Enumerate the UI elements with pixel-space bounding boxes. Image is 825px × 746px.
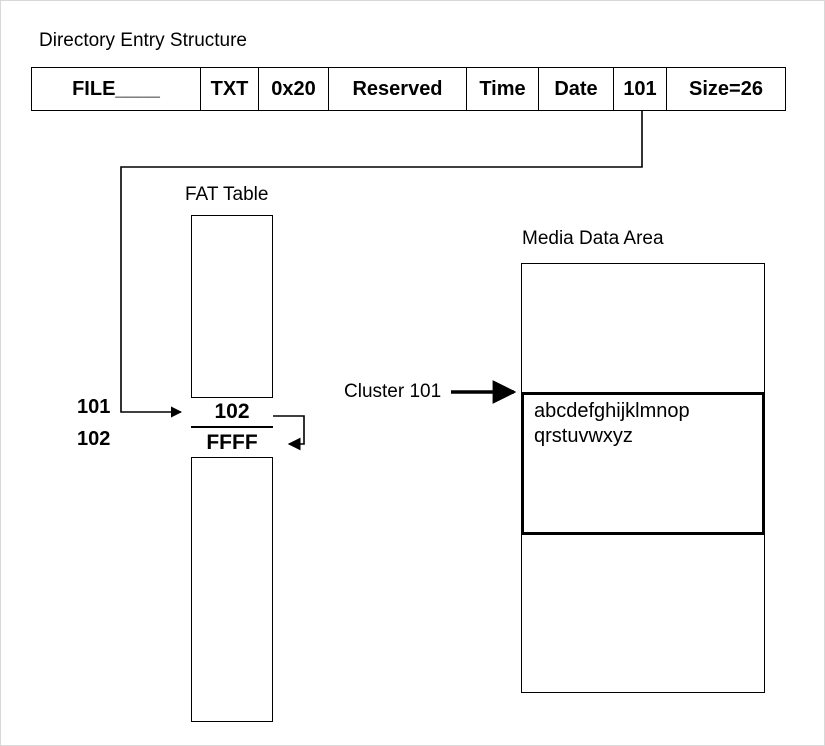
dir-cell-filename: FILE____	[32, 68, 201, 110]
dir-cell-first-cluster: 101	[614, 68, 667, 110]
directory-entry-title: Directory Entry Structure	[39, 30, 247, 51]
dir-cell-size: Size=26	[689, 77, 763, 100]
cluster-pointer-label: Cluster 101	[344, 381, 442, 402]
wire-fat-101-to-fat-102	[273, 415, 305, 451]
media-data-area-title: Media Data Area	[522, 228, 664, 249]
cluster-101-contents: abcdefghijklmnop qrstuvwxyz	[534, 400, 690, 447]
dir-cell-attribute: 0x20	[259, 68, 329, 110]
dir-cell-extension: TXT	[201, 68, 259, 110]
cluster-101-box	[521, 392, 765, 535]
fat-table-title: FAT Table	[185, 184, 269, 205]
dir-cell-date: Date	[539, 68, 614, 110]
fat-index-label-102: 102	[77, 428, 111, 450]
fat-entry-101-value: 102	[191, 397, 273, 427]
directory-entry-table: FILE____ TXT 0x20 Reserved Time Date 101…	[31, 67, 786, 111]
dir-cell-time: Time	[467, 68, 539, 110]
fat-entry-102-value: FFFF	[191, 427, 273, 458]
fat-table-box	[191, 215, 273, 722]
fat-index-label-101: 101	[77, 396, 111, 418]
dir-cell-reserved: Reserved	[329, 68, 467, 110]
